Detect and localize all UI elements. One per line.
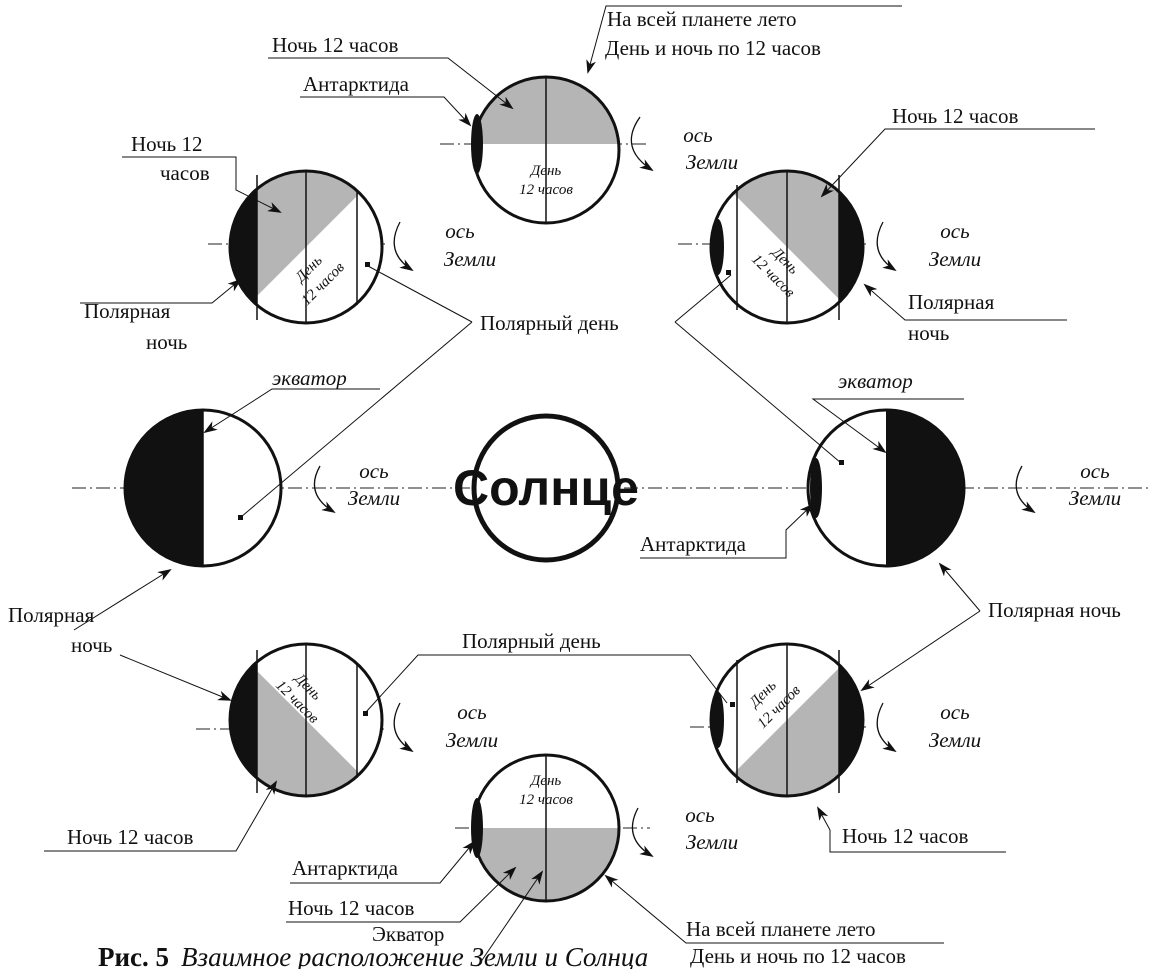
- axis-label-3b: Земли: [929, 247, 981, 271]
- caption-text: Рис. 5 Взаимное расположение Земли и Сол…: [98, 942, 648, 969]
- axis-label-4a: ось: [359, 459, 388, 483]
- night12-label-ur: Ночь 12 часов: [892, 104, 1018, 128]
- night12-label-top: Ночь 12 часов: [272, 33, 398, 57]
- equator-label-right: экватор: [838, 369, 913, 393]
- day-label-bottom-2: 12 часов: [519, 792, 573, 808]
- figure-caption: Рис. 5 Взаимное расположение Земли и Сол…: [98, 942, 648, 972]
- antarctica-label-right: Антарктида: [640, 532, 747, 556]
- night12-label-ll: Ночь 12 часов: [67, 825, 193, 849]
- axis-label-4b: Земли: [348, 486, 400, 510]
- summer-label-top: На всей планете лето: [607, 7, 796, 31]
- axis-label-1b: Земли: [686, 150, 738, 174]
- axis-label-3a: ось: [940, 219, 969, 243]
- axis-label-7b: Земли: [929, 728, 981, 752]
- earth-upper-left: День 12 часов: [228, 169, 384, 325]
- axis-labels: ось Земли ось Земли ось Земли ось Земли …: [348, 123, 1121, 854]
- polar-night-label-left-1: Полярная: [8, 603, 95, 627]
- day-night-label-top: День и ночь по 12 часов: [605, 36, 821, 60]
- axis-label-5b: Земли: [1069, 486, 1121, 510]
- axis-label-8a: ось: [685, 803, 714, 827]
- earth-lower-left: День 12 часов: [228, 642, 384, 798]
- polar-day-label-center: Полярный день: [480, 311, 619, 335]
- polar-night-label-left-2: ночь: [71, 633, 112, 657]
- axis-label-1a: ось: [683, 123, 712, 147]
- leader-lines: [44, 5, 1095, 967]
- night12-label-ul-1: Ночь 12: [131, 132, 203, 156]
- axis-label-2b: Земли: [444, 247, 496, 271]
- polar-night-label-ul-1: Полярная: [84, 299, 171, 323]
- equator-label-left: экватор: [272, 366, 347, 390]
- labels: На всей планете лето День и ночь по 12 ч…: [8, 7, 1121, 968]
- day-night-label-bottom: День и ночь по 12 часов: [690, 944, 906, 968]
- polar-day-label-bottom: Полярный день: [462, 629, 601, 653]
- night12-label-ul-2: часов: [160, 161, 210, 185]
- axis-label-7a: ось: [940, 700, 969, 724]
- polar-night-label-ul-2: ночь: [146, 330, 187, 354]
- summer-label-bottom: На всей планете лето: [686, 917, 875, 941]
- earth-lower-right: День 12 часов: [709, 642, 865, 798]
- sun-label: Солнце: [453, 460, 639, 516]
- night12-label-bottom: Ночь 12 часов: [288, 896, 414, 920]
- equator-cap-label: Экватор: [372, 922, 444, 946]
- earth-bottom: День 12 часов: [471, 753, 621, 903]
- antarctica-label-top: Антарктида: [303, 72, 410, 96]
- axis-label-6b: Земли: [446, 728, 498, 752]
- sun: Солнце: [453, 413, 639, 563]
- earth-left: [123, 408, 283, 568]
- rotation-arrows: [313, 116, 1036, 858]
- earth-right: [806, 408, 966, 568]
- polar-night-label-right: Полярная ночь: [988, 598, 1121, 622]
- polar-night-label-ur-2: ночь: [908, 321, 949, 345]
- polar-night-label-ur-1: Полярная: [908, 290, 995, 314]
- earth-top: День 12 часов: [471, 75, 621, 225]
- day-label-bottom-1: День: [529, 773, 562, 789]
- antarctica-label-bottom: Антарктида: [292, 856, 399, 880]
- day-label-top-2: 12 часов: [519, 182, 573, 198]
- axis-label-2a: ось: [445, 219, 474, 243]
- night12-label-lr: Ночь 12 часов: [842, 824, 968, 848]
- earth-upper-right: День 12 часов: [709, 169, 865, 325]
- axis-label-6a: ось: [457, 700, 486, 724]
- caption-italic: Взаимное расположение Земли и Солнца: [181, 942, 648, 969]
- axis-label-5a: ось: [1080, 459, 1109, 483]
- day-label-top-1: День: [529, 163, 562, 179]
- axis-label-8b: Земли: [686, 830, 738, 854]
- caption-bold: Рис. 5: [98, 942, 169, 969]
